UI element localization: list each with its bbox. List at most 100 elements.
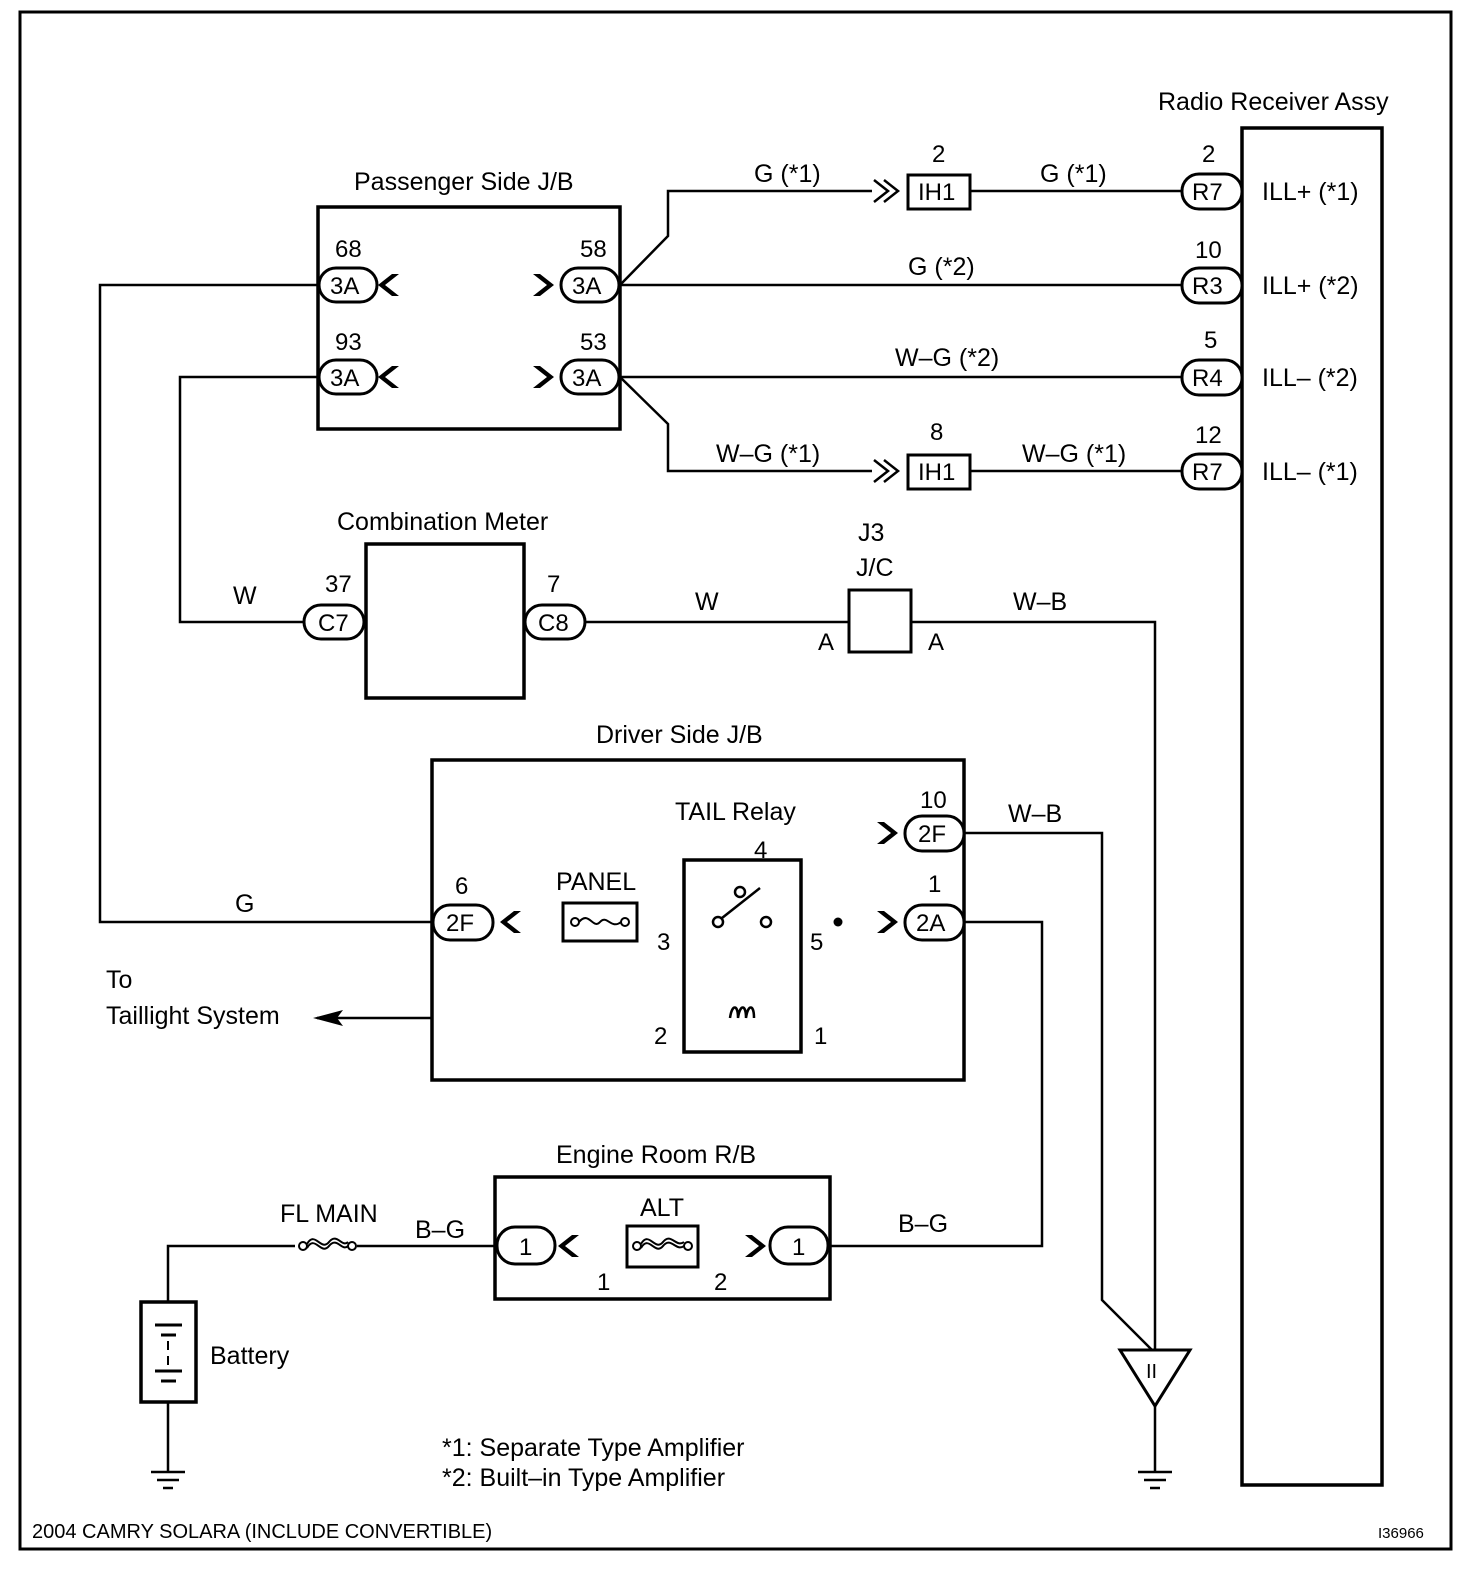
radio-pin-number: 12 bbox=[1195, 422, 1222, 449]
battery-icon bbox=[155, 1323, 182, 1383]
radio-connector bbox=[1180, 358, 1244, 397]
connector-label: 2F bbox=[446, 910, 474, 937]
pin-number: 37 bbox=[325, 571, 352, 598]
driver-jb-pin-1: 1 2A bbox=[877, 871, 966, 942]
ih1-box bbox=[906, 173, 972, 211]
connector-label: 3A bbox=[330, 365, 359, 392]
connector-label: 3A bbox=[572, 365, 601, 392]
driver-jb-pin-6: 6 2F bbox=[431, 873, 521, 942]
relay-terminal-4: 4 bbox=[754, 837, 767, 864]
radio-connector-label: R3 bbox=[1192, 273, 1223, 300]
connector-label: 3A bbox=[572, 273, 601, 300]
passenger-jb-pin-53: 53 3A bbox=[533, 329, 621, 396]
ground-icon bbox=[1138, 1470, 1172, 1490]
meter-pin-7: 7 C8 bbox=[523, 571, 587, 641]
relay-switch-arm bbox=[721, 887, 761, 919]
pin-number: 6 bbox=[455, 873, 468, 900]
engine-rb-title: Engine Room R/B bbox=[556, 1141, 756, 1169]
connector bbox=[317, 266, 379, 304]
connector-label: 2F bbox=[918, 821, 946, 848]
ih1-box bbox=[906, 453, 972, 491]
connector-label: 2A bbox=[916, 910, 945, 937]
connector bbox=[431, 903, 495, 942]
radio-connector bbox=[1180, 452, 1244, 491]
ih1-label: IH1 bbox=[918, 179, 955, 206]
wire-color-label: B–G bbox=[415, 1216, 465, 1244]
radio-pin-number: 10 bbox=[1195, 237, 1222, 264]
taillight-arrow-icon bbox=[313, 1010, 343, 1026]
ih1-pin-number: 8 bbox=[930, 419, 943, 446]
taillight-to: To bbox=[106, 966, 132, 994]
jc-name: J/C bbox=[856, 554, 894, 582]
ground-icon bbox=[151, 1470, 185, 1490]
radio-receiver-box bbox=[1240, 126, 1384, 1487]
connector bbox=[903, 903, 966, 942]
pin-number: 93 bbox=[335, 329, 362, 356]
connector-label: 1 bbox=[519, 1234, 532, 1261]
fl-main-label: FL MAIN bbox=[280, 1200, 378, 1228]
wire-color-label: W bbox=[233, 582, 257, 610]
pin-number: 53 bbox=[580, 329, 607, 356]
wire-color-label: W–B bbox=[1013, 588, 1067, 616]
driver-jb-pin-10: 10 2F bbox=[877, 787, 966, 853]
radio-signal: ILL– (*2) bbox=[1262, 364, 1358, 392]
relay-coil bbox=[728, 1006, 756, 1019]
tail-relay-box bbox=[682, 858, 803, 1054]
radio-connector-label: R7 bbox=[1192, 459, 1223, 486]
engine-rb-right-connector: 1 bbox=[745, 1225, 830, 1266]
combination-meter-title: Combination Meter bbox=[337, 508, 548, 536]
battery-box bbox=[139, 1300, 198, 1404]
passenger-jb-pin-68: 68 3A bbox=[317, 236, 399, 304]
wire-color-label: B–G bbox=[898, 1210, 948, 1238]
ground-point-label: II bbox=[1146, 1361, 1157, 1383]
engine-rb-terminal-2: 2 bbox=[714, 1269, 727, 1296]
taillight-system: Taillight System bbox=[106, 1002, 280, 1030]
jc-box bbox=[847, 588, 913, 654]
ground-point-icon bbox=[1117, 1348, 1193, 1409]
passenger-jb-pin-93: 93 3A bbox=[317, 329, 399, 396]
radio-pin-row-3: 5 R4 ILL– (*2) bbox=[1180, 327, 1358, 397]
radio-pin-row-2: 10 R3 ILL+ (*2) bbox=[1180, 237, 1359, 305]
connector-label: C7 bbox=[318, 610, 349, 637]
footer-id: I36966 bbox=[1378, 1525, 1424, 1542]
relay-contact bbox=[733, 885, 747, 899]
wire-color-label: G bbox=[235, 890, 254, 918]
wire-color-label: W–G (*1) bbox=[716, 440, 820, 468]
engine-rb-left-connector: 1 bbox=[495, 1225, 579, 1266]
jc-id: J3 bbox=[858, 519, 884, 547]
panel-fuse-icon bbox=[570, 917, 630, 927]
radio-signal: ILL+ (*1) bbox=[1262, 178, 1359, 206]
alt-fuse-icon bbox=[632, 1237, 693, 1251]
connector-label: C8 bbox=[538, 610, 569, 637]
jc-terminal-left: A bbox=[818, 629, 834, 656]
relay-terminal-3: 3 bbox=[657, 929, 670, 956]
relay-contact bbox=[711, 915, 725, 929]
connector bbox=[559, 266, 621, 304]
radio-connector-label: R4 bbox=[1192, 365, 1223, 392]
connector-label: 3A bbox=[330, 273, 359, 300]
junction-dot bbox=[833, 917, 843, 927]
radio-pin-number: 2 bbox=[1202, 141, 1215, 168]
radio-connector-label: R7 bbox=[1192, 179, 1223, 206]
wire-color-label: W bbox=[695, 588, 719, 616]
relay-terminal-5: 5 bbox=[810, 929, 823, 956]
relay-contact bbox=[759, 915, 773, 929]
wire-color-label: G (*2) bbox=[908, 253, 975, 281]
fl-main-fuse-icon bbox=[298, 1237, 357, 1251]
footer-model: 2004 CAMRY SOLARA (INCLUDE CONVERTIBLE) bbox=[32, 1521, 492, 1543]
jc-terminal-right: A bbox=[928, 629, 944, 656]
passenger-jb-title: Passenger Side J/B bbox=[354, 168, 574, 196]
connector bbox=[768, 1225, 830, 1266]
ih1-bottom: 8 IH1 bbox=[872, 419, 972, 491]
radio-signal: ILL– (*1) bbox=[1262, 458, 1358, 486]
radio-pin-row-1: 2 R7 ILL+ (*1) bbox=[1180, 141, 1359, 211]
combination-meter-box bbox=[364, 542, 526, 700]
pin-number: 68 bbox=[335, 236, 362, 263]
wire-color-label: G (*1) bbox=[1040, 160, 1107, 188]
battery-label: Battery bbox=[210, 1342, 290, 1370]
driver-jb-title: Driver Side J/B bbox=[596, 721, 763, 749]
ih1-pin-number: 2 bbox=[932, 141, 945, 168]
radio-pin-number: 5 bbox=[1204, 327, 1217, 354]
pin-number: 10 bbox=[920, 787, 947, 814]
